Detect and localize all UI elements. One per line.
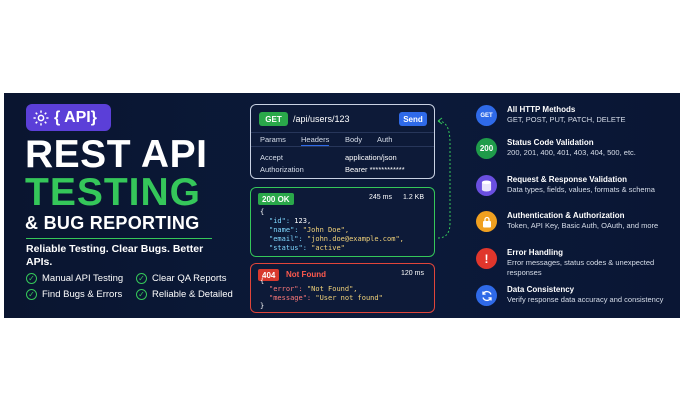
feature-label: Clear QA Reports [152,273,227,284]
json-close: } [260,302,265,310]
tab-body[interactable]: Body [345,135,363,144]
connector-arrows [437,117,451,239]
status-badge-404: 404 [258,269,280,281]
feature-item: ✓ Find Bugs & Errors [26,289,122,300]
tab-params[interactable]: Params [260,135,286,144]
json-key: "message": [269,294,312,302]
capability-title: Error Handling [507,248,564,257]
feature-label: Find Bugs & Errors [42,289,123,300]
capability-title: Authentication & Authorization [507,211,625,220]
capability-desc: Verify response data accuracy and consis… [507,295,664,304]
json-key: "error": [269,285,303,293]
json-value: "Not Found", [306,285,358,293]
lock-icon [476,211,497,232]
alert-icon: ! [476,248,497,269]
title-line-1: REST API [25,133,208,176]
banner: { API} REST API TESTING & BUG REPORTING … [4,93,680,318]
database-icon [476,175,497,196]
capability-title: Request & Response Validation [507,175,628,184]
capability-desc: Error messages, status codes & unexpecte… [507,258,655,277]
capability-title: All HTTP Methods [507,105,576,114]
tab-auth[interactable]: Auth [377,135,393,144]
json-key: "name": [269,226,299,234]
header-name: Authorization [260,165,304,174]
capability-desc: GET, POST, PUT, PATCH, DELETE [507,115,626,124]
feature-item: ✓ Clear QA Reports [136,273,226,284]
sync-icon [476,285,497,306]
feature-label: Reliable & Detailed [152,289,233,300]
check-icon: ✓ [26,289,37,300]
json-value: "User not found" [315,294,383,302]
capability-title: Status Code Validation [507,138,594,147]
error-response-card: 404 Not Found 120 ms { "error": "Not Fou… [250,263,435,313]
method-badge[interactable]: GET [259,112,288,126]
check-icon: ✓ [136,289,147,300]
tab-headers[interactable]: Headers [301,135,330,146]
json-value: 123, [294,217,312,225]
tagline: Reliable Testing. Clear Bugs. Better API… [26,243,204,268]
json-line: "status": "active" [269,244,345,253]
feature-label: Manual API Testing [42,273,124,284]
json-key: "id": [269,217,291,225]
api-badge-text: { API} [54,108,97,126]
json-key: "status": [269,244,307,252]
request-card: GET /api/users/123 Send Params Headers B… [250,104,435,179]
header-value: Bearer ************ [345,165,405,174]
error-label: Not Found [286,270,326,279]
json-line: "message": "User not found" [269,294,383,303]
json-line: "name": "John Doe", [269,226,349,235]
response-size: 1.2 KB [403,194,425,201]
feature-item: ✓ Reliable & Detailed [136,289,233,300]
json-line: "error": "Not Found", [269,285,358,294]
send-button[interactable]: Send [399,112,427,126]
check-icon: ✓ [136,273,147,284]
capability-desc: Token, API Key, Basic Auth, OAuth, and m… [507,221,659,230]
feature-item: ✓ Manual API Testing [26,273,123,284]
json-open: { [260,277,265,285]
json-key: "email": [269,235,303,243]
success-response-card: 200 OK 245 ms 1.2 KB { "id": 123, "name"… [250,187,435,257]
gear-icon [32,109,50,127]
check-icon: ✓ [26,273,37,284]
title-divider [26,238,212,239]
get-icon: GET [476,105,497,126]
status-badge-200: 200 OK [258,193,294,205]
capability-desc: 200, 201, 400, 401, 403, 404, 500, etc. [507,148,636,157]
title-line-3: & BUG REPORTING [25,213,200,233]
json-value: "active" [311,244,345,252]
endpoint-url[interactable]: /api/users/123 [293,114,350,124]
capabilities-list: GET All HTTP Methods GET, POST, PUT, PAT… [476,93,676,318]
json-open: { [260,208,265,216]
request-tabs: Params Headers Body Auth [251,132,434,147]
status-200-icon: 200 [476,138,497,159]
api-badge: { API} [26,104,111,131]
title-line-2: TESTING [25,171,202,214]
json-line: "id": 123, [269,217,311,226]
json-value: "john.doe@example.com", [306,235,404,243]
json-value: "John Doe", [302,226,350,234]
json-line: "email": "john.doe@example.com", [269,235,404,244]
response-time: 245 ms [369,194,392,201]
capability-title: Data Consistency [507,285,575,294]
header-value: application/json [345,153,397,162]
header-name: Accept [260,153,283,162]
response-time: 120 ms [401,270,424,277]
capability-desc: Data types, fields, values, formats & sc… [507,185,655,194]
